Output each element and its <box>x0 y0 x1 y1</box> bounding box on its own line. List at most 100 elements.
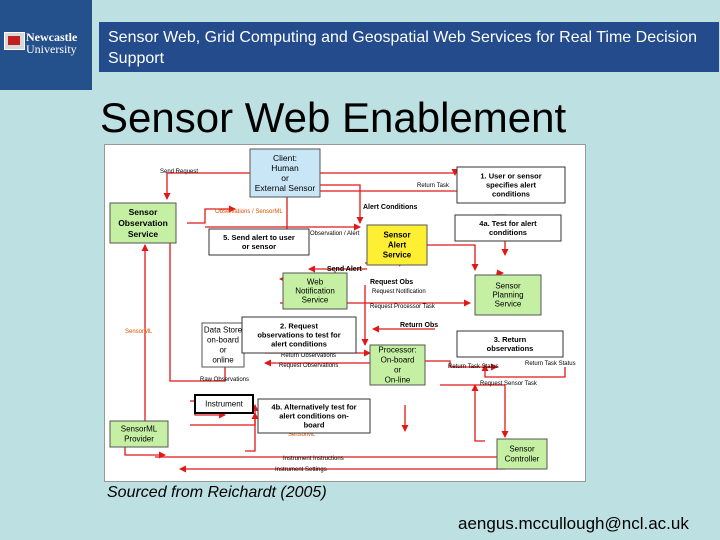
crest-icon <box>4 32 25 50</box>
node-processor-line: Processor: <box>378 346 416 355</box>
author-email: aengus.mccullough@ncl.ac.uk <box>458 514 689 533</box>
edge-label-return-task-status-2: Return Task Status <box>525 361 576 367</box>
node-instrument: Instrument <box>194 394 254 414</box>
node-processor-box <box>369 344 426 386</box>
node-datastore-line: Data Store <box>204 326 243 335</box>
node-instrument-box <box>194 394 254 414</box>
header-text: Sensor Web, Grid Computing and Geospatia… <box>108 29 698 67</box>
logo-name-line1: Newcastle <box>26 30 78 44</box>
callout-c3-line: 3. Return <box>494 335 527 344</box>
node-datastore-line: online <box>212 356 234 365</box>
edge-label-sensorml: SensorML <box>125 329 153 335</box>
node-wns-line: Notification <box>295 287 335 296</box>
node-datastore-line: on-board <box>207 336 239 345</box>
node-sensor-controller-line: Controller <box>505 455 540 464</box>
edge-label-raw-observations: Raw Observations <box>200 377 249 383</box>
edge-label-instrument-settings: Instrument Settings <box>275 467 327 473</box>
edge-label-request-obs: Request Obs <box>370 279 413 286</box>
callout-c1-line: specifies alert <box>486 181 537 190</box>
node-client-line: External Sensor <box>255 183 316 193</box>
header-banner: Sensor Web, Grid Computing and Geospatia… <box>99 22 719 72</box>
edge-label-return-observations: Return Observations <box>281 353 336 359</box>
edge-label-send-alert: Send Alert <box>327 266 362 273</box>
node-sensor-controller-line: Sensor <box>509 445 535 454</box>
edge-label-observation-alert: Observation / Alert <box>310 231 360 237</box>
callout-c5-line: or sensor <box>242 242 276 251</box>
node-client-line: Human <box>271 163 299 173</box>
slide-title: Sensor Web Enablement <box>100 94 567 141</box>
callout-c1-line: conditions <box>492 190 530 199</box>
node-sps-line: Planning <box>492 291 523 300</box>
edge-label-send-request: Send Request <box>160 169 198 175</box>
node-sas-line: Alert <box>388 241 407 250</box>
edge-label-return-obs: Return Obs <box>400 322 438 329</box>
caption: Sourced from Reichardt (2005) <box>107 484 327 501</box>
callout-c4a-line: 4a. Test for alert <box>479 219 537 228</box>
callout-c2-box <box>241 316 357 354</box>
callout-c4b-box <box>257 398 371 434</box>
edge-label-observations-sensorml: Observations / SensorML <box>215 209 283 215</box>
node-sps-line: Service <box>495 300 522 309</box>
node-sml-provider-line: SensorML <box>121 425 158 434</box>
university-logo: Newcastle University <box>0 0 92 90</box>
node-client-box <box>249 148 321 198</box>
edge-label-return-task: Return Task <box>417 183 450 189</box>
callout-c4b-line: alert conditions on- <box>279 412 349 421</box>
callout-c1-box <box>456 166 566 204</box>
edge-label-request-notification: Request Notification <box>372 289 426 295</box>
node-sas-line: Service <box>383 251 412 260</box>
node-sos-line: Observation <box>118 218 168 228</box>
node-sps-box <box>474 274 542 316</box>
callout-c4a-box <box>454 214 562 242</box>
node-sas-line: Sensor <box>383 231 410 240</box>
node-client-line: or <box>281 173 289 183</box>
callout-c4b-line: 4b. Alternatively test for <box>271 403 356 412</box>
callout-c5-box <box>208 228 310 256</box>
callout-c4b-line: board <box>304 421 325 430</box>
callout-c3-box <box>456 330 564 358</box>
node-sas-box <box>366 224 428 266</box>
node-wns-line: Web <box>307 278 324 287</box>
node-client-line: Client: <box>273 153 297 163</box>
callout-c5-line: 5. Send alert to user <box>223 233 295 242</box>
callout-c2-line: observations to test for <box>257 331 340 340</box>
edge-label-request-sensor-task: Request Sensor Task <box>480 381 538 387</box>
node-sps-line: Sensor <box>495 282 521 291</box>
node-processor-line: or <box>394 366 401 375</box>
node-wns-line: Service <box>302 296 329 305</box>
callout-c2-line: alert conditions <box>271 340 327 349</box>
logo-name-line2: University <box>26 42 77 56</box>
callout-c2-line: 2. Request <box>280 322 318 331</box>
edge-label-alert-conditions: Alert Conditions <box>363 204 418 211</box>
edge-label-request-observations: Request Observations <box>279 363 338 369</box>
node-wns-box <box>282 272 348 310</box>
node-datastore-line: or <box>219 346 226 355</box>
node-sos-box <box>109 202 177 244</box>
node-sml-provider-line: Provider <box>124 435 154 444</box>
edge-label-instrument-instructions: Instrument Instructions <box>283 456 344 462</box>
callout-c1-line: 1. User or sensor <box>480 172 541 181</box>
